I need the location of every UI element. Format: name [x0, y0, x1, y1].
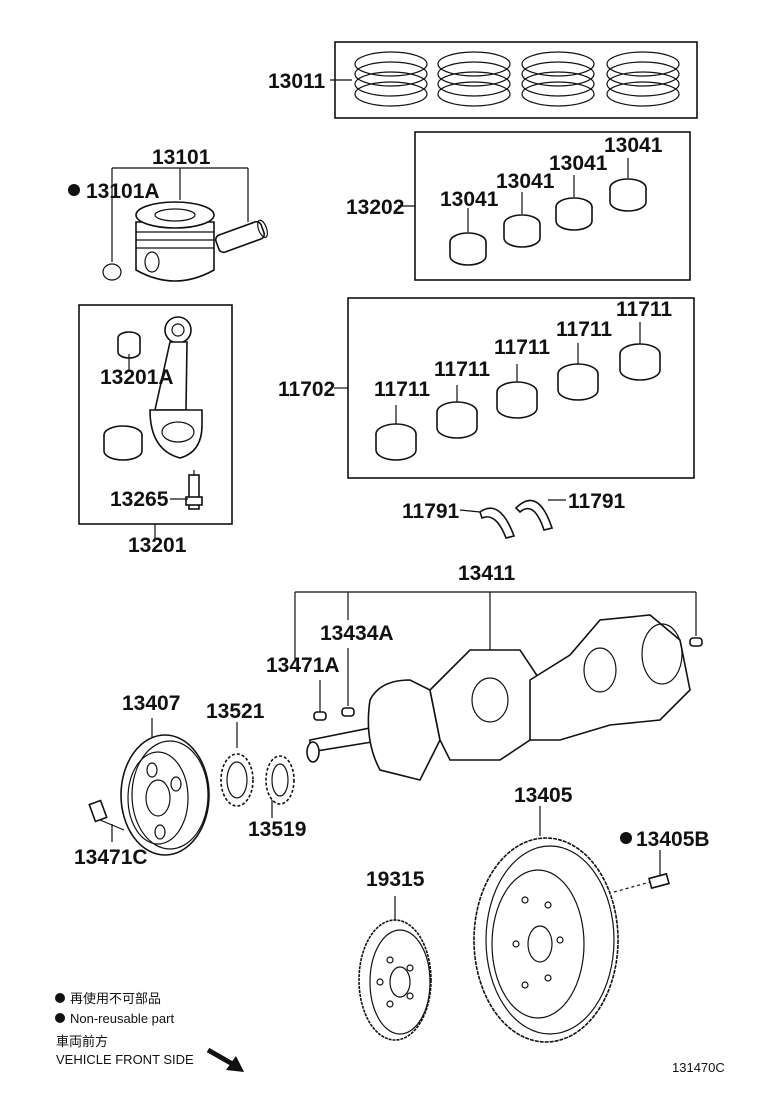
part-number-13471a: 13471A	[266, 654, 340, 677]
crankshaft-pulley	[120, 718, 210, 856]
legend-dot-en	[55, 1013, 65, 1023]
flywheel	[473, 806, 670, 1043]
part-number-13265: 13265	[110, 488, 169, 511]
legend-en-nonreusable: Non-reusable part	[70, 1011, 174, 1026]
drive-plate	[358, 896, 432, 1041]
legend-jp-front: 車両前方	[56, 1034, 108, 1049]
part-number-11711-2: 11711	[434, 358, 490, 381]
piston-assembly	[102, 167, 269, 282]
part-number-13434a: 13434A	[320, 622, 394, 645]
part-number-13407: 13407	[122, 692, 180, 715]
legend-jp-nonreusable: 再使用不可部品	[70, 991, 161, 1006]
part-number-13405b: 13405B	[636, 828, 710, 851]
part-number-11791-1: 11791	[402, 500, 460, 523]
part-number-13201a: 13201A	[100, 366, 174, 389]
part-number-13101: 13101	[152, 146, 211, 169]
part-number-13411: 13411	[458, 562, 516, 585]
part-number-11711-3: 11711	[494, 336, 550, 359]
part-number-11702: 11702	[278, 378, 335, 401]
diagram-code: 131470C	[672, 1060, 725, 1075]
part-number-11711-4: 11711	[556, 318, 612, 341]
part-number-13011: 13011	[268, 70, 326, 93]
legend-dot-jp	[55, 993, 65, 1003]
part-number-13201: 13201	[128, 534, 187, 557]
connecting-rod	[103, 316, 203, 510]
crank-timing-gear	[220, 722, 254, 807]
part-number-13041-4: 13041	[604, 134, 663, 157]
part-number-13519: 13519	[248, 818, 306, 841]
legend-en-front: VEHICLE FRONT SIDE	[56, 1052, 194, 1067]
part-number-13521: 13521	[206, 700, 265, 723]
rod-bearing-shells	[449, 158, 647, 266]
part-number-13041-2: 13041	[496, 170, 555, 193]
crankshaft	[294, 591, 703, 781]
piston-ring-set	[354, 51, 680, 107]
part-number-19315: 19315	[366, 868, 425, 891]
part-number-13405: 13405	[514, 784, 573, 807]
part-number-13471c: 13471C	[74, 846, 148, 869]
part-number-13041-3: 13041	[549, 152, 608, 175]
part-number-11711-5: 11711	[616, 298, 672, 321]
non-reusable-dot-13405b	[620, 832, 632, 844]
front-arrow-icon	[206, 1047, 244, 1072]
thrust-washers	[459, 499, 566, 539]
main-bearing-shells	[375, 322, 661, 461]
non-reusable-dot-13101a	[68, 184, 80, 196]
crank-position-sensor-plate	[265, 755, 295, 818]
pulley-bolt	[88, 799, 125, 842]
part-number-11791-2: 11791	[568, 490, 626, 513]
part-number-13041-1: 13041	[440, 188, 499, 211]
part-number-13202: 13202	[346, 196, 404, 219]
part-number-11711-1: 11711	[374, 378, 430, 401]
part-number-13101a: 13101A	[86, 180, 160, 203]
ring-set-box	[334, 41, 698, 119]
